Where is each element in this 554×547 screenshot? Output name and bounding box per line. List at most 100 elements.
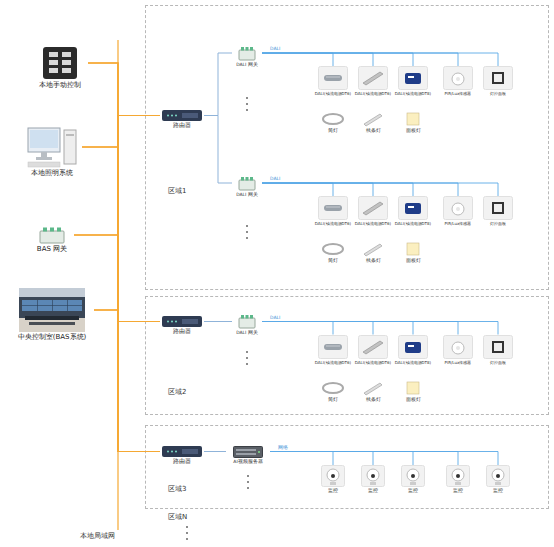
connector <box>262 322 413 335</box>
device-node: 本地照明系统 <box>22 126 82 178</box>
connector <box>94 116 160 311</box>
node-label: DALI 网关 <box>236 62 258 68</box>
device-node: BAS 网关 <box>30 226 74 254</box>
connector <box>262 183 413 196</box>
device-icon <box>446 465 470 487</box>
region-title: 区域3 <box>168 485 186 494</box>
device-icon <box>398 335 428 359</box>
device-icon <box>361 241 385 257</box>
node-label: 灯控面板 <box>490 360 506 365</box>
node-label: PIR/Lux传感器 <box>445 91 472 96</box>
device-node: 灯控面板 <box>477 66 519 96</box>
node-label: BAS 网关 <box>37 245 67 254</box>
connector <box>262 53 373 66</box>
device-node: 灯控面板 <box>477 335 519 365</box>
bus-label: DALI <box>270 316 280 321</box>
node-label: 面板灯 <box>406 258 421 264</box>
device-icon <box>401 465 425 487</box>
device-icon <box>321 241 345 257</box>
device-node: PIR/Lux传感器 <box>437 335 479 365</box>
node-label: 监控 <box>408 488 418 494</box>
device-node: 监控 <box>355 465 391 494</box>
free-label: 区域N <box>168 513 187 521</box>
connector <box>82 116 160 148</box>
node-label: DALI(镇流电源DT8) <box>395 221 431 226</box>
device-icon <box>401 241 425 257</box>
device-icon <box>401 380 425 396</box>
connector <box>270 452 458 466</box>
node-label: 监控 <box>493 488 503 494</box>
node-label: DALI(镇流电源DT6) <box>315 360 351 365</box>
device-icon <box>483 66 513 90</box>
device-icon <box>321 380 345 396</box>
device-node: 监控 <box>395 465 431 494</box>
connector <box>204 451 226 452</box>
device-node: 筒灯 <box>312 380 354 403</box>
device-node: 筒灯 <box>312 241 354 264</box>
device-node: AI视频服务器 <box>226 446 270 465</box>
node-label: 监控 <box>328 488 338 494</box>
node-label: 路由器 <box>173 458 191 465</box>
device-icon <box>162 316 202 327</box>
device-icon <box>238 46 256 61</box>
connector <box>262 53 498 66</box>
connector <box>262 53 458 66</box>
device-icon <box>162 446 202 457</box>
device-icon <box>361 111 385 127</box>
bus-label: DALI <box>270 177 280 182</box>
node-label: 本地手动控制 <box>39 81 81 90</box>
region-band: 区域1路由器DALI 网关DALI(镇流电源DT6)DALI(镇流电源DT6)D… <box>145 5 549 290</box>
connector <box>262 183 373 196</box>
device-node: PIR/Lux传感器 <box>437 66 479 96</box>
connector <box>262 322 458 335</box>
node-label: 线条灯 <box>366 397 381 403</box>
device-icon <box>162 110 202 121</box>
node-label: DALI(镇流电源DT6) <box>355 360 391 365</box>
device-node: 监控 <box>315 465 351 494</box>
node-label: DALI(镇流电源DT6) <box>355 221 391 226</box>
device-icon <box>321 465 345 487</box>
connector <box>204 321 232 322</box>
device-icon <box>361 380 385 396</box>
device-node: 线条灯 <box>352 380 394 403</box>
connector <box>88 63 160 322</box>
device-icon <box>39 226 65 244</box>
device-node: DALI(镇流电源DT8) <box>392 66 434 96</box>
device-icon <box>358 335 388 359</box>
device-icon <box>483 335 513 359</box>
node-label: 面板灯 <box>406 128 421 134</box>
connector <box>88 63 160 116</box>
device-node: PIR/Lux传感器 <box>437 196 479 226</box>
device-node: 线条灯 <box>352 111 394 134</box>
device-node: 筒灯 <box>312 111 354 134</box>
device-node: DALI(镇流电源DT6) <box>352 335 394 365</box>
device-icon <box>361 465 385 487</box>
node-label: 筒灯 <box>328 397 338 403</box>
node-label: DALI(镇流电源DT6) <box>315 91 351 96</box>
region-title: 区域1 <box>168 187 186 196</box>
free-label: 本地局域网 <box>80 533 115 541</box>
device-icon <box>486 465 510 487</box>
region-band: 区域3路由器AI视频服务器监控监控监控监控监控 <box>145 425 549 509</box>
device-node: DALI(镇流电源DT6) <box>352 196 394 226</box>
device-node: 面板灯 <box>392 380 434 403</box>
device-icon <box>443 335 473 359</box>
connector <box>94 310 160 322</box>
node-label: 路由器 <box>173 122 191 129</box>
connector <box>204 53 232 116</box>
node-label: DALI 网关 <box>236 192 258 198</box>
connector <box>262 183 498 196</box>
node-label: 筒灯 <box>328 128 338 134</box>
device-node: 路由器 <box>160 316 204 335</box>
device-icon <box>398 66 428 90</box>
device-icon <box>398 196 428 220</box>
device-node: 中央控制室(BAS系统) <box>10 288 94 342</box>
device-node: 灯控面板 <box>477 196 519 226</box>
connector <box>74 116 160 236</box>
device-node: DALI(镇流电源DT6) <box>312 196 354 226</box>
device-node: DALI(镇流电源DT6) <box>352 66 394 96</box>
connector <box>94 310 160 452</box>
device-icon <box>26 126 78 168</box>
